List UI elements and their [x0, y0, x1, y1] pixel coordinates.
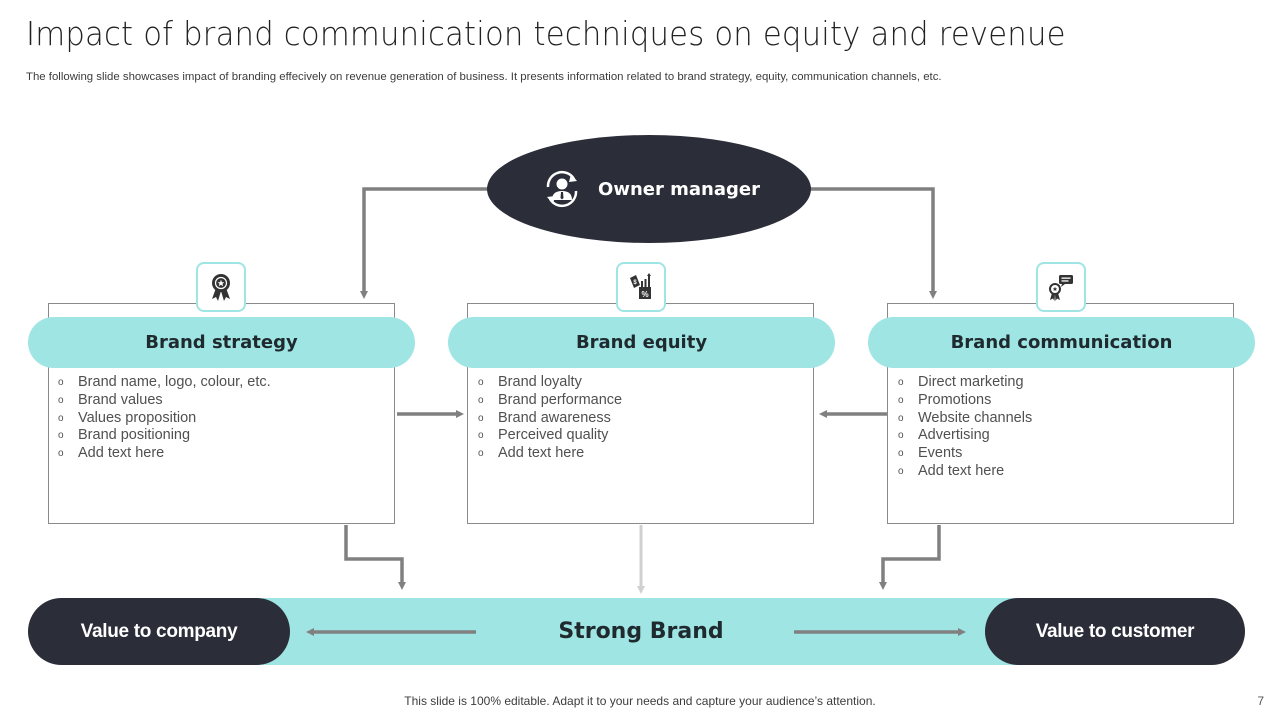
connector-strategy-to-strong-brand [344, 525, 406, 590]
award-ribbon-icon [212, 274, 230, 301]
list-item: o Brand loyalty [470, 374, 622, 392]
list-item-text: Promotions [918, 391, 992, 408]
price-growth-icon: $ % [630, 273, 651, 299]
bullet-icon: o [58, 377, 64, 388]
bullet-icon: o [58, 430, 64, 442]
list-item: o Add text here [50, 445, 271, 463]
list-item: o Website channels [890, 410, 1032, 428]
list-item-text: Add text here [78, 445, 165, 462]
list-item: o Promotions [890, 392, 1032, 410]
svg-text:$: $ [633, 280, 637, 286]
list-item: o Brand positioning [50, 427, 271, 445]
page-number: 7 [1257, 694, 1264, 708]
value-to-company-pill: Value to company [28, 598, 290, 665]
bullet-icon: o [478, 448, 484, 460]
list-item: o Brand performance [470, 392, 622, 410]
list-item-text: Website channels [918, 409, 1033, 426]
brand-communication-icon-box [1036, 262, 1086, 312]
list-item-text: Values proposition [78, 409, 197, 426]
brand-equity-icon-box: $ % [616, 262, 666, 312]
brand-equity-header: Brand equity [448, 317, 835, 368]
list-item: o Brand values [50, 392, 271, 410]
list-item-text: Perceived quality [498, 427, 609, 444]
bullet-icon: o [478, 394, 484, 406]
bullet-icon: o [898, 412, 904, 424]
brand-communication-header: Brand communication [868, 317, 1255, 368]
list-item-text: Brand name, logo, colour, etc. [78, 374, 271, 390]
brand-strategy-icon-box [196, 262, 246, 312]
strong-brand-label: Strong Brand [558, 619, 724, 644]
bullet-icon: o [58, 412, 64, 424]
slide-title: Impact of brand communication techniques… [26, 14, 1066, 53]
bullet-icon: o [58, 394, 64, 406]
list-item-text: Brand values [78, 391, 163, 408]
bullet-icon: o [478, 412, 484, 424]
slide-subtitle: The following slide showcases impact of … [26, 71, 942, 83]
svg-text:%: % [641, 290, 648, 299]
bullet-icon: o [58, 448, 64, 460]
list-item: o Brand awareness [470, 410, 622, 428]
connector-owner-to-strategy [360, 187, 489, 299]
list-item: o Brand name, logo, colour, etc. [50, 374, 271, 392]
list-item-text: Brand loyalty [498, 374, 582, 390]
list-item: o Events [890, 445, 1032, 463]
list-item-text: Add text here [498, 445, 585, 462]
list-item: o Direct marketing [890, 374, 1032, 392]
bullet-icon: o [898, 394, 904, 406]
value-to-customer-pill: Value to customer [985, 598, 1245, 665]
list-item: o Perceived quality [470, 427, 622, 445]
list-item: o Advertising [890, 427, 1032, 445]
list-item-text: Events [918, 445, 963, 462]
owner-manager-label: Owner manager [598, 178, 760, 200]
bullet-icon: o [898, 430, 904, 442]
bullet-icon: o [898, 377, 904, 388]
award-message-icon [1049, 275, 1073, 301]
brand-strategy-header: Brand strategy [28, 317, 415, 368]
list-item-text: Brand positioning [78, 427, 191, 444]
list-item: o Add text here [890, 463, 1032, 481]
bullet-icon: o [898, 465, 904, 477]
list-item-text: Brand performance [498, 391, 623, 408]
bullet-icon: o [478, 430, 484, 442]
connector-owner-to-communication [809, 187, 937, 299]
connector-communication-to-strong-brand [879, 525, 941, 590]
owner-manager-node: Owner manager [487, 135, 811, 243]
list-item-text: Brand awareness [498, 409, 611, 426]
list-item: o Values proposition [50, 410, 271, 428]
list-item-text: Advertising [918, 427, 990, 444]
list-item-text: Direct marketing [918, 374, 1024, 390]
bullet-icon: o [898, 448, 904, 460]
list-item: o Add text here [470, 445, 622, 463]
list-item-text: Add text here [918, 462, 1005, 479]
bullet-icon: o [478, 377, 484, 388]
manager-rotation-icon [546, 170, 578, 208]
slide-footer: This slide is 100% editable. Adapt it to… [404, 694, 876, 708]
